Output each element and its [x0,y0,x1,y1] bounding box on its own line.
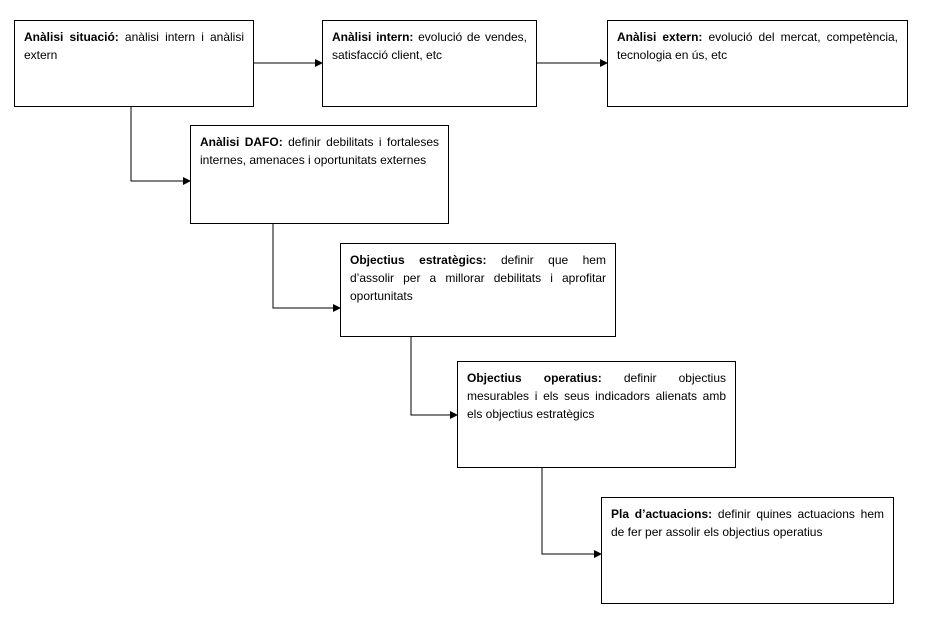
edge-operatius-actuacions [541,468,602,558]
edge-situacio-dafo [130,107,191,185]
box-pla-actuacions: Pla d’actuacions: definir quines actuaci… [601,497,894,604]
box-text: evolució del mercat, competència, tecnol… [617,30,898,62]
box-title: Objectius operatius: [467,371,602,385]
box-analisi-dafo: Anàlisi DAFO: definir debilitats i forta… [190,125,449,224]
box-title: Anàlisi extern: [617,30,703,44]
box-title: Anàlisi intern: [332,30,414,44]
box-text: definir quines actuacions hem de fer per… [611,507,884,539]
edge-dafo-estrategics [272,224,341,312]
box-analisi-situacio: Anàlisi situació: anàlisi intern i anàli… [14,20,254,107]
box-objectius-estrategics: Objectius estratègics: definir que hem d… [340,243,616,337]
box-title: Anàlisi DAFO: [200,135,283,149]
box-text: definir objectius mesurables i els seus … [467,371,726,421]
box-text: evolució de vendes, satisfacció client, … [332,30,527,62]
box-title: Pla d’actuacions: [611,507,713,521]
box-analisi-intern: Anàlisi intern: evolució de vendes, sati… [322,20,537,107]
box-objectius-operatius: Objectius operatius: definir objectius m… [457,361,736,468]
edge-estrategics-operatius [410,337,458,419]
box-text: anàlisi intern i anàlisi extern [24,30,244,62]
box-analisi-extern: Anàlisi extern: evolució del mercat, com… [607,20,908,107]
box-text: definir que hem d’assolir per a millorar… [350,253,606,303]
box-title: Anàlisi situació: [24,30,119,44]
box-text: definir debilitats i fortaleses internes… [200,135,440,167]
box-title: Objectius estratègics: [350,253,487,267]
